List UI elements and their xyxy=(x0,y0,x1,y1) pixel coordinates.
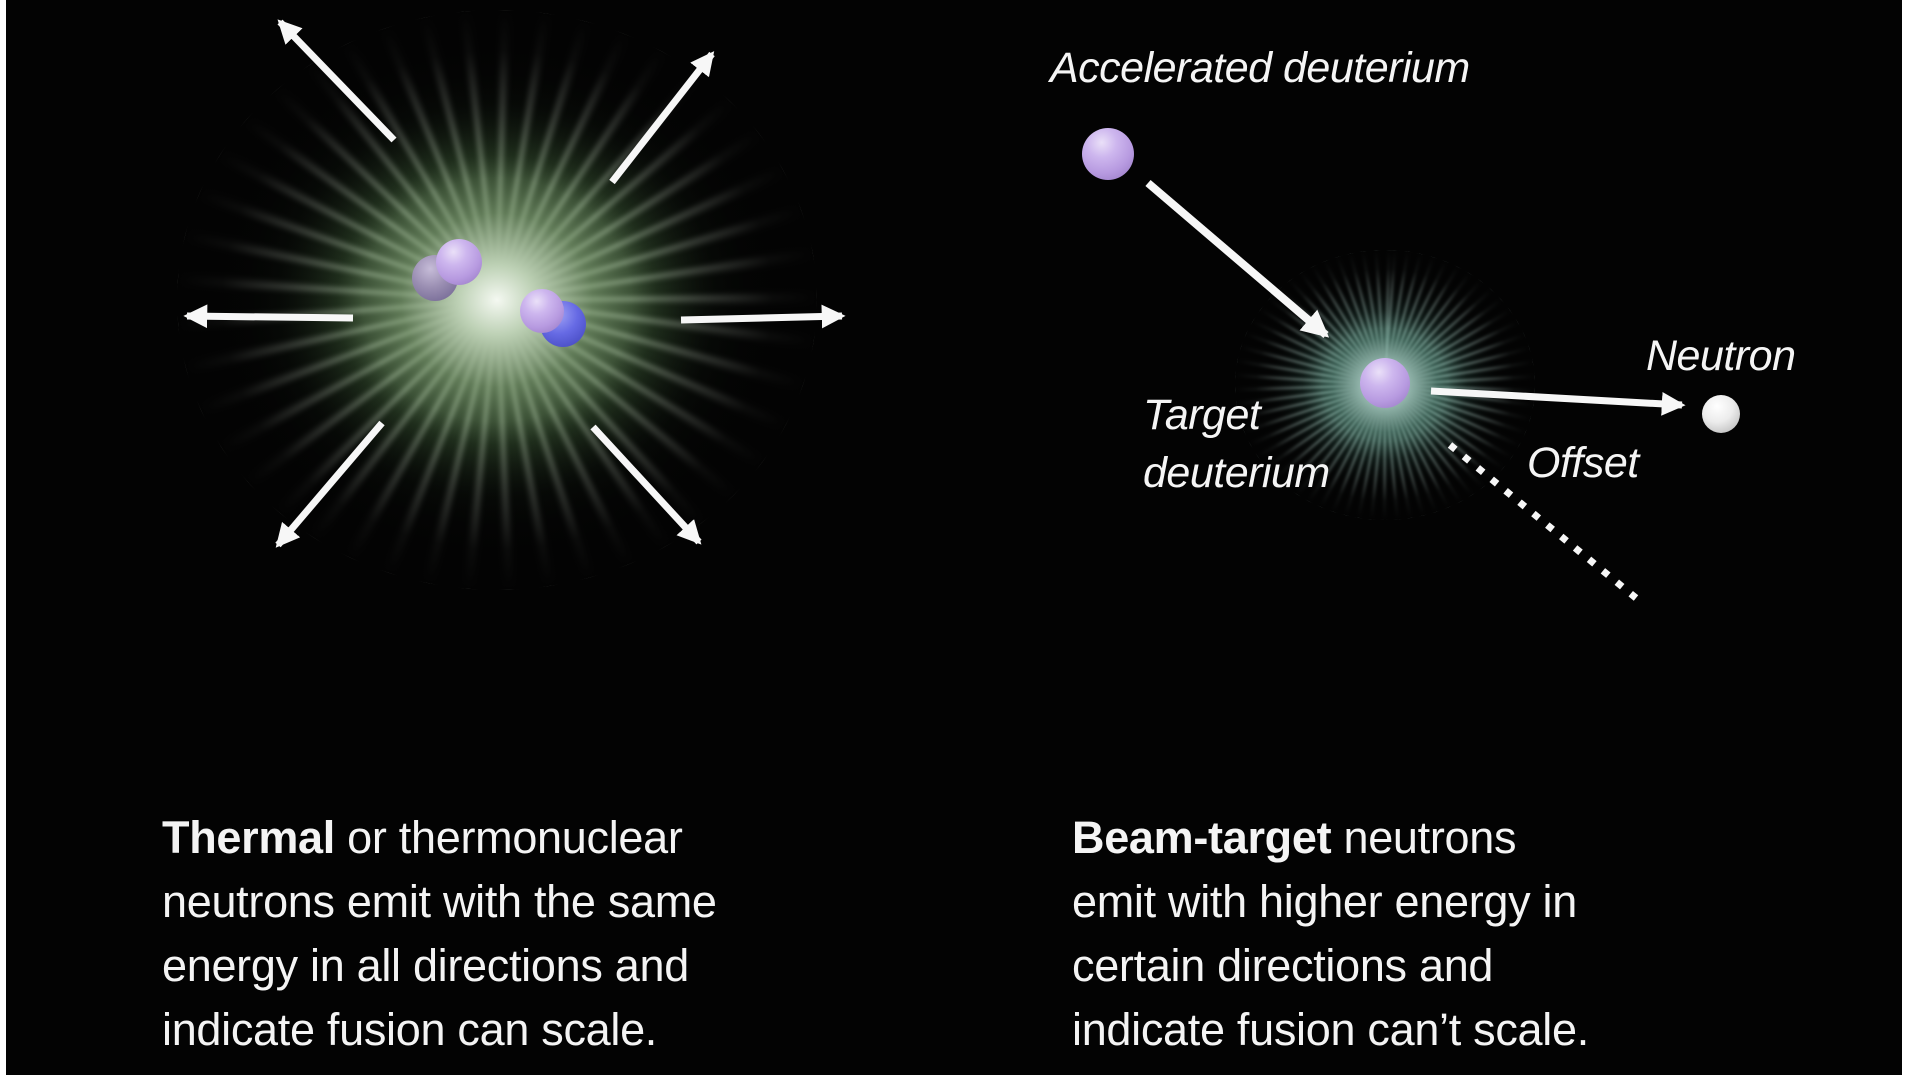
thermal-caption-line1: Thermal or thermonuclear xyxy=(162,806,717,870)
nucleon-sphere-purple-1 xyxy=(436,239,482,285)
thermal-caption: Thermal or thermonuclear neutrons emit w… xyxy=(162,806,717,1062)
emission-arrow-up-right xyxy=(609,51,715,185)
emission-arrows xyxy=(183,19,1686,601)
beam-target-caption-line4: indicate fusion can’t scale. xyxy=(1072,1004,1589,1055)
beam-target-caption-line1: Beam-target neutrons xyxy=(1072,806,1589,870)
thermal-burst-fade xyxy=(177,10,817,590)
thermal-caption-line1-rest: or thermonuclear xyxy=(334,812,683,863)
neutron-label: Neutron xyxy=(1646,332,1796,380)
offset-dotted-line xyxy=(1447,442,1639,601)
neutron-emission-arrow xyxy=(1430,387,1686,416)
target-deuterium-label-line1: Target xyxy=(1143,391,1261,439)
beam-target-caption: Beam-target neutrons emit with higher en… xyxy=(1072,806,1589,1062)
emission-arrow-down-left xyxy=(275,420,385,548)
target-deuterium-sphere xyxy=(1360,358,1410,408)
accelerated-deuterium-label: Accelerated deuterium xyxy=(1050,44,1470,92)
neutron-sphere xyxy=(1702,395,1740,433)
thermal-caption-line3: energy in all directions and xyxy=(162,940,689,991)
beam-target-caption-lead: Beam-target xyxy=(1072,812,1332,863)
nucleon-sphere-purple-2 xyxy=(520,289,564,333)
target-deuterium-label: Target deuterium xyxy=(1143,386,1330,502)
emission-arrow-right xyxy=(680,304,846,329)
beam-arrow xyxy=(1145,179,1330,339)
emission-arrow-up-left xyxy=(277,19,397,143)
beam-target-caption-line1-rest: neutrons xyxy=(1331,812,1517,863)
beam-target-caption-line2: emit with higher energy in xyxy=(1072,876,1577,927)
accelerated-deuterium-sphere xyxy=(1082,128,1134,180)
thermal-caption-line4: indicate fusion can scale. xyxy=(162,1004,658,1055)
thermal-caption-line2: neutrons emit with the same xyxy=(162,876,717,927)
emission-arrow-down-right xyxy=(590,424,702,545)
slide-canvas: Accelerated deuterium Target deuterium N… xyxy=(6,0,1902,1075)
offset-label: Offset xyxy=(1527,439,1639,487)
thermal-caption-lead: Thermal xyxy=(162,812,335,863)
beam-target-caption-line3: certain directions and xyxy=(1072,940,1494,991)
emission-arrow-left xyxy=(183,304,354,329)
target-deuterium-label-line2: deuterium xyxy=(1143,449,1330,497)
thermal-burst xyxy=(177,10,817,590)
